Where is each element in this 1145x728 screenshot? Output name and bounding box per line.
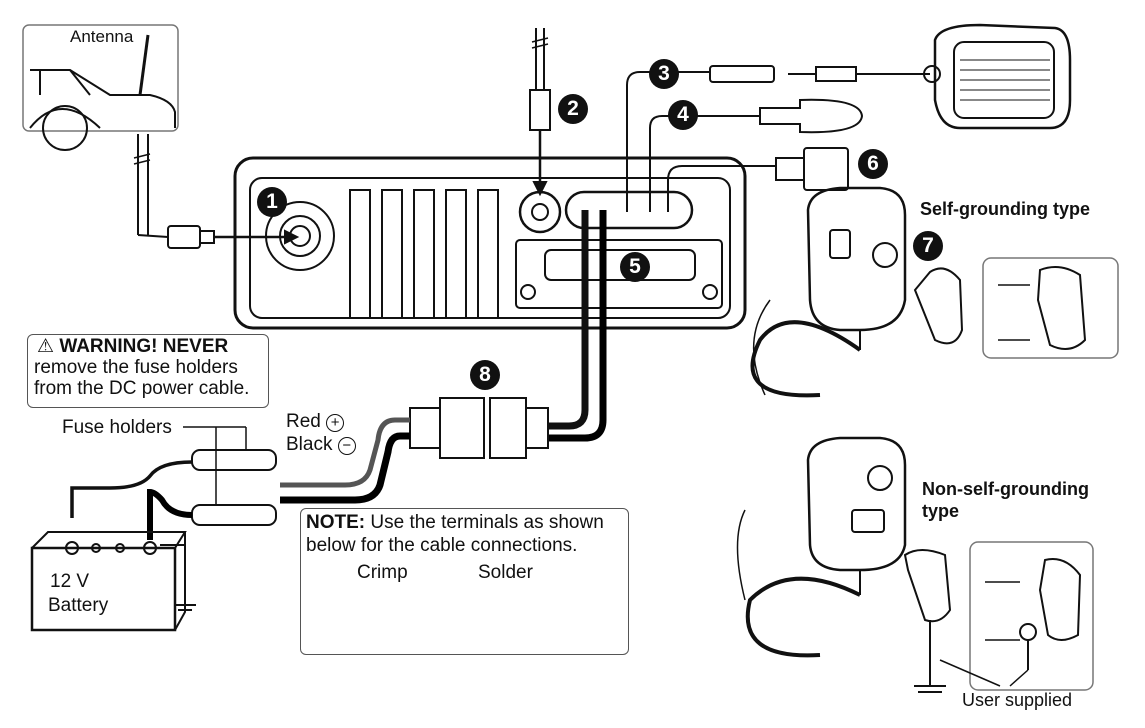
- callout-7: 7: [913, 231, 943, 261]
- plus-icon: +: [326, 414, 345, 432]
- note-line2: below for the cable connections.: [306, 535, 578, 556]
- warning-icon: ⚠: [37, 336, 55, 357]
- radio-body: [233, 156, 747, 330]
- solder-label: Solder: [478, 562, 533, 583]
- dc-power-cable: [280, 210, 607, 504]
- callout-1: 1: [257, 187, 287, 217]
- microphone-non-self-grounding: [736, 436, 1094, 693]
- antenna-label: Antenna: [70, 27, 134, 46]
- antenna-connector-2: [529, 28, 551, 197]
- warning-line2: from the DC power cable.: [34, 378, 250, 399]
- warning-box: [27, 334, 269, 408]
- self-grounding-label: Self-grounding type: [920, 199, 1090, 219]
- black-label: Black −: [286, 434, 356, 456]
- note-box: [300, 508, 629, 655]
- warning-line1: remove the fuse holders: [34, 357, 238, 378]
- battery: [30, 531, 196, 632]
- black-label-text: Black: [286, 434, 333, 455]
- connector-6: [667, 147, 849, 212]
- callout-4: 4: [668, 100, 698, 130]
- non-self-grounding-label-line1: Non-self-grounding: [922, 479, 1089, 499]
- red-label-text: Red: [286, 411, 321, 432]
- car-illustration: [22, 24, 300, 249]
- callout-5: 5: [620, 252, 650, 282]
- microphone-self-grounding: [750, 186, 1119, 398]
- battery-voltage-label: 12 V: [50, 571, 90, 592]
- note-text: Use the terminals as shown: [365, 512, 604, 533]
- red-label: Red +: [286, 411, 345, 433]
- callout-3: 3: [649, 59, 679, 89]
- speaker-jack-3: [626, 23, 1072, 212]
- dc-plug-4: [649, 98, 864, 212]
- warning-title: ⚠ WARNING! NEVER: [37, 335, 228, 358]
- warning-title-text: WARNING! NEVER: [59, 336, 229, 357]
- non-self-grounding-label-line2: type: [922, 501, 960, 521]
- fuse-holders-label: Fuse holders: [62, 417, 172, 438]
- minus-icon: −: [337, 437, 356, 455]
- fuse-holders: [70, 426, 277, 540]
- battery-label: Battery: [48, 595, 109, 616]
- note-line1: NOTE: Use the terminals as shown: [306, 512, 604, 534]
- callout-8: 8: [470, 360, 500, 390]
- callout-6: 6: [858, 149, 888, 179]
- note-label: NOTE:: [306, 512, 366, 533]
- heat-sink-fins: [349, 189, 499, 319]
- user-supplied-label: User supplied: [962, 690, 1073, 710]
- callout-2: 2: [558, 94, 588, 124]
- crimp-label: Crimp: [357, 562, 408, 583]
